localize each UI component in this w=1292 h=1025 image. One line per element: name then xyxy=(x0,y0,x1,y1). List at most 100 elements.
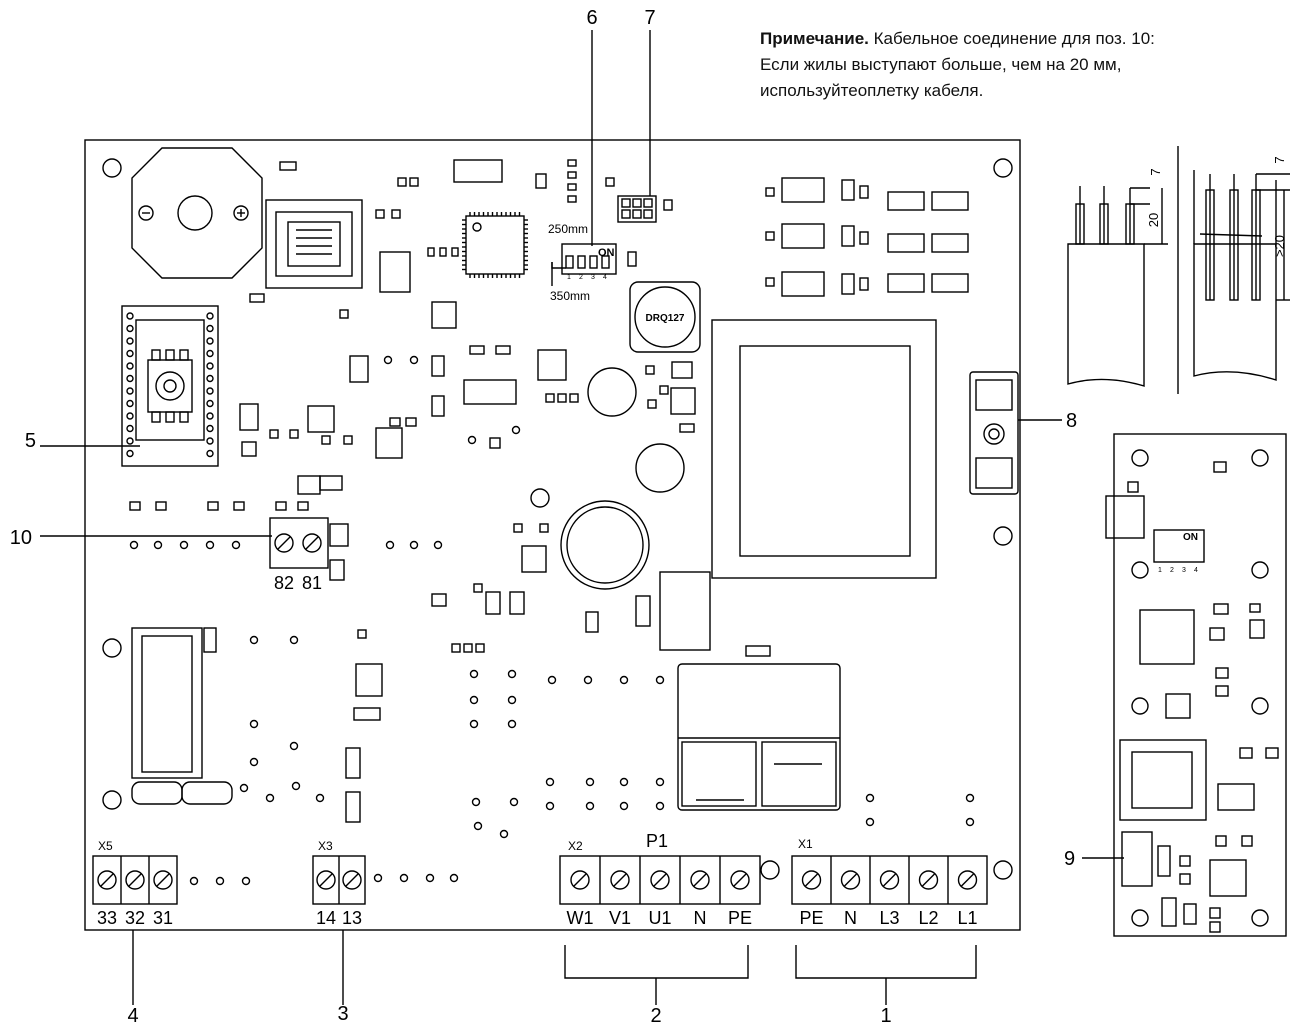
smd-part xyxy=(859,185,869,199)
callout-5: 5 xyxy=(25,430,36,452)
smd-part xyxy=(765,187,775,197)
smd-part xyxy=(469,345,485,355)
main-board-outline xyxy=(84,139,1021,931)
board-vias xyxy=(129,355,975,886)
x3-label: X3 xyxy=(318,839,333,853)
socket-pin xyxy=(206,337,214,345)
dip-n3: 3 xyxy=(591,274,595,281)
connector-8 xyxy=(969,371,1019,495)
relay xyxy=(677,663,841,811)
via-hole xyxy=(585,777,595,787)
smd-part xyxy=(329,523,349,547)
socket-pin xyxy=(126,399,134,408)
via-hole xyxy=(231,540,241,550)
smd-part xyxy=(353,707,381,721)
smd-part xyxy=(345,791,361,823)
dip-n4: 4 xyxy=(603,274,607,281)
via-hole xyxy=(433,540,443,550)
via-hole xyxy=(619,675,629,685)
via-hole xyxy=(265,793,275,803)
callout-1: 1 xyxy=(880,1005,891,1025)
smd-part xyxy=(451,247,459,257)
smd-part xyxy=(535,173,547,189)
smd-part xyxy=(391,209,401,219)
terminal-pin-label: 13 xyxy=(342,908,362,928)
smd-part xyxy=(297,475,321,495)
cable-dim-7a: 7 xyxy=(1148,168,1163,175)
terminal-screw xyxy=(153,870,173,890)
smd-part xyxy=(345,747,361,779)
terminal-pin-label: L2 xyxy=(918,908,938,928)
via-hole xyxy=(467,435,477,445)
terminal-screw xyxy=(570,870,590,890)
x2-label: X2 xyxy=(568,839,583,853)
microcontroller-pins xyxy=(462,212,528,278)
terminal-pin-label: U1 xyxy=(648,908,671,928)
via-hole xyxy=(409,540,419,550)
terminal-pin-label: 33 xyxy=(97,908,117,928)
terminal-screw-slot xyxy=(128,873,142,887)
smd-part xyxy=(1241,835,1253,847)
via-hole xyxy=(469,695,479,705)
socket-pin xyxy=(126,437,134,445)
terminal-screw-slot xyxy=(156,873,170,887)
smd-part xyxy=(375,209,385,219)
socket-pin xyxy=(206,424,214,433)
smd-part xyxy=(1213,603,1229,615)
smd-part xyxy=(155,501,167,511)
via-hole xyxy=(509,797,519,807)
via-hole xyxy=(965,817,975,827)
smd-part xyxy=(1183,903,1197,925)
socket-pin xyxy=(206,437,214,445)
via-hole xyxy=(449,873,459,883)
smd-part xyxy=(645,365,655,375)
via-hole xyxy=(399,873,409,883)
via-hole xyxy=(249,635,259,645)
terminal-screw xyxy=(840,870,861,890)
via-hole xyxy=(545,801,555,811)
smd-part xyxy=(567,159,577,167)
terminal-screw xyxy=(801,870,822,890)
smd-part xyxy=(557,393,567,403)
smd-part xyxy=(321,435,331,445)
via-hole xyxy=(547,675,557,685)
smd-part xyxy=(1209,921,1221,933)
smd-part xyxy=(1165,693,1191,719)
terminal-pin-label: N xyxy=(694,908,707,928)
smd-part xyxy=(745,645,771,657)
jumper-block xyxy=(617,195,657,223)
optocouplers xyxy=(781,177,969,297)
smd-part xyxy=(841,179,855,201)
smd-part xyxy=(203,627,217,653)
smd-part xyxy=(349,355,369,383)
callout-7: 7 xyxy=(644,7,655,29)
smd-part xyxy=(1215,685,1229,697)
terminal-pin-label: L1 xyxy=(957,908,977,928)
capacitors xyxy=(560,367,685,590)
smd-part xyxy=(129,501,141,511)
socket-pin xyxy=(206,362,214,370)
smd-part xyxy=(275,501,287,511)
dip-label-350: 350mm xyxy=(550,289,590,303)
socket-pin xyxy=(126,412,134,420)
terminal-pin-label: V1 xyxy=(609,908,631,928)
via-hole xyxy=(965,793,975,803)
smd-part xyxy=(439,247,447,257)
socket-pin xyxy=(126,374,134,383)
smd-part xyxy=(269,429,279,439)
dip-n1: 1 xyxy=(567,274,571,281)
smd-part xyxy=(671,361,693,379)
socket-pin xyxy=(206,312,214,320)
terminal-pin-label: N xyxy=(844,908,857,928)
smd-part xyxy=(249,293,265,303)
smd-part xyxy=(389,417,401,427)
small-board-n4: 4 xyxy=(1194,567,1198,574)
smd-part xyxy=(339,309,349,319)
smd-part xyxy=(473,583,483,593)
via-hole xyxy=(499,829,509,839)
smd-part xyxy=(451,643,461,653)
smd-part xyxy=(495,345,511,355)
terminal-screw-slot xyxy=(693,873,707,887)
smd-part xyxy=(567,171,577,179)
